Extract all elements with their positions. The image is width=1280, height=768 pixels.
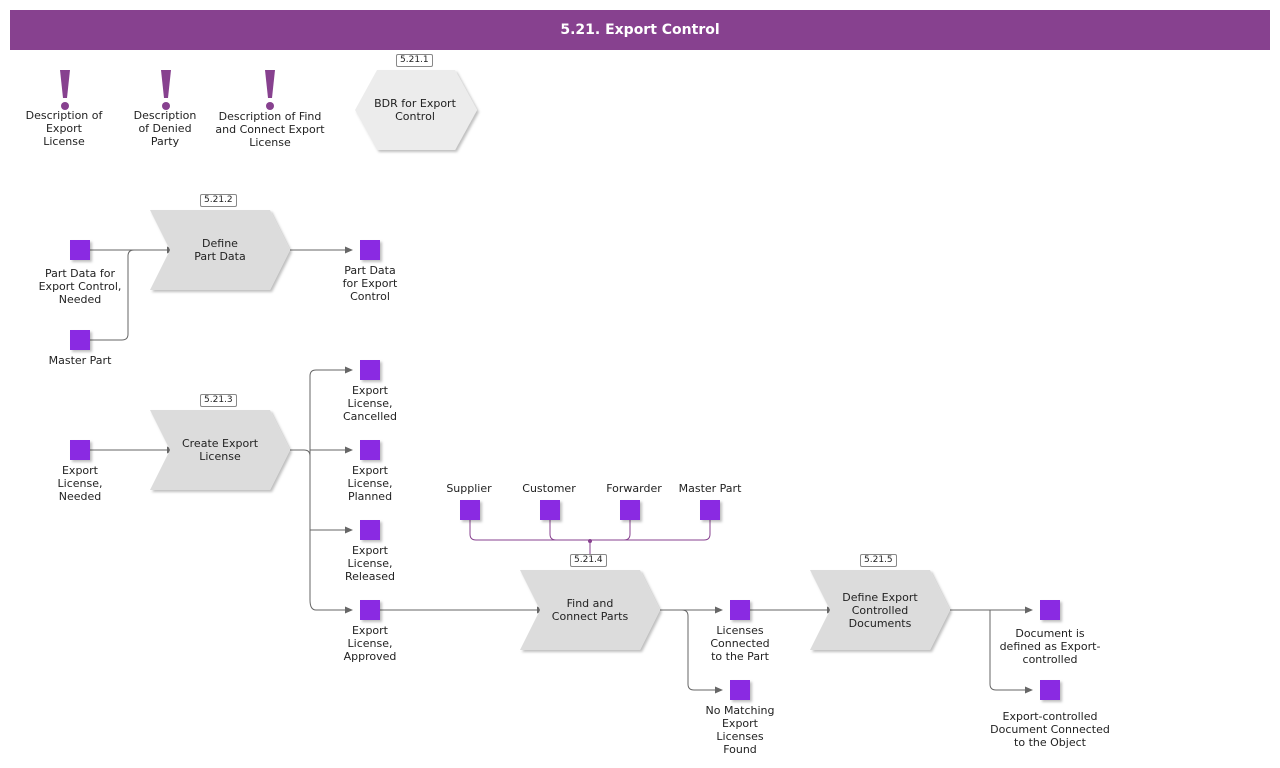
connector <box>989 610 1033 694</box>
object-part-data-needed <box>70 240 90 260</box>
process-id-tag: 5.21.2 <box>200 194 237 207</box>
object-label: Export License, Released <box>345 544 395 583</box>
object-customer <box>540 500 560 520</box>
process-find-connect-parts[interactable]: Find and Connect Parts <box>551 597 629 623</box>
resource-connector <box>469 520 711 541</box>
connector <box>90 249 135 341</box>
diagram-title: 5.21. Export Control <box>10 10 1270 50</box>
process-create-export-license-shape <box>150 410 290 490</box>
object-license-released <box>360 520 380 540</box>
object-master-part-2 <box>700 500 720 520</box>
object-label: Export License, Cancelled <box>342 384 398 423</box>
connector <box>309 599 353 614</box>
object-label: Master Part <box>678 482 742 495</box>
object-label: Export License, Planned <box>347 464 393 503</box>
connector <box>681 609 723 694</box>
object-forwarder <box>620 500 640 520</box>
process-bdr-shape <box>355 70 477 150</box>
object-label: Forwarder <box>606 482 662 495</box>
object-license-planned <box>360 440 380 460</box>
object-label: Supplier <box>446 482 492 495</box>
object-label: Export-controlled Document Connected to … <box>990 710 1110 749</box>
process-define-export-docs-shape <box>810 570 950 650</box>
process-id-tag: 5.21.5 <box>860 554 897 567</box>
object-label: Document is defined as Export- controlle… <box>999 627 1101 666</box>
object-no-matching <box>730 680 750 700</box>
process-define-part-data-shape <box>150 210 290 290</box>
info-label-find-connect: Description of Find and Connect Export L… <box>215 110 325 149</box>
object-doc-defined <box>1040 600 1060 620</box>
object-licenses-connected <box>730 600 750 620</box>
exclamation-icon <box>60 70 70 110</box>
object-label: Export License, Needed <box>57 464 103 503</box>
resource-connector <box>623 520 631 541</box>
process-define-part-data[interactable]: Define Part Data <box>194 237 246 263</box>
object-part-data-export <box>360 240 380 260</box>
info-label-export-license: Description of Export License <box>25 109 103 148</box>
object-supplier <box>460 500 480 520</box>
object-label: Licenses Connected to the Part <box>710 624 770 663</box>
junction-dot <box>588 539 592 543</box>
info-label-denied-party: Description of Denied Party <box>133 109 197 148</box>
object-doc-connected <box>1040 680 1060 700</box>
object-master-part-1 <box>70 330 90 350</box>
object-label: Master Part <box>48 354 112 367</box>
exclamation-icon <box>265 70 275 110</box>
object-license-cancelled <box>360 360 380 380</box>
process-find-connect-parts-shape <box>520 570 660 650</box>
object-label: Part Data for Export Control <box>342 264 398 303</box>
process-id-tag: 5.21.4 <box>570 554 607 567</box>
process-create-export-license[interactable]: Create Export License <box>181 437 259 463</box>
object-label: Export License, Approved <box>343 624 397 663</box>
object-license-needed <box>70 440 90 460</box>
process-id-tag: 5.21.3 <box>200 394 237 407</box>
exclamation-icon <box>161 70 171 110</box>
connector <box>309 366 353 600</box>
process-id-tag: 5.21.1 <box>396 54 433 67</box>
resource-connector <box>549 520 557 541</box>
object-label: Customer <box>522 482 576 495</box>
object-label: Part Data for Export Control, Needed <box>38 267 122 306</box>
connector <box>290 449 311 457</box>
process-define-export-docs[interactable]: Define Export Controlled Documents <box>842 590 918 630</box>
object-label: No Matching Export Licenses Found <box>705 704 775 756</box>
object-license-approved <box>360 600 380 620</box>
process-bdr[interactable]: BDR for Export Control <box>374 97 456 123</box>
